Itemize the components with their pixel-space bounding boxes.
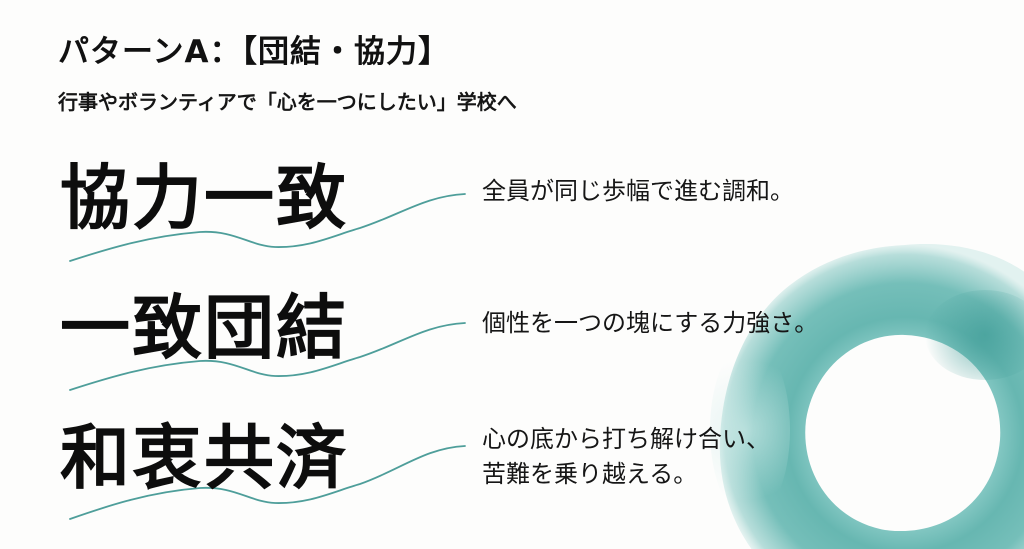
idiom-description: 個性を一つの塊にする力強さ。 bbox=[482, 306, 818, 341]
description-line: 個性を一つの塊にする力強さ。 bbox=[482, 309, 819, 337]
idiom-heading: 協力一致 bbox=[60, 156, 348, 239]
description-line: 全員が同じ歩幅で進む調和。 bbox=[482, 177, 794, 205]
description-line: 苦難を乗り越える。 bbox=[482, 460, 698, 488]
description-line: 心の底から打ち解け合い、 bbox=[482, 425, 770, 453]
idiom-description: 心の底から打ち解け合い、 苦難を乗り越える。 bbox=[482, 422, 770, 492]
idiom-description: 全員が同じ歩幅で進む調和。 bbox=[482, 174, 794, 209]
idiom-heading: 和衷共済 bbox=[60, 416, 348, 499]
idiom-heading: 一致団結 bbox=[60, 286, 348, 369]
page-title: パターンA：【団結・協力】 bbox=[58, 34, 450, 70]
page-subtitle: 行事やボランティアで「心を一つにしたい」学校へ bbox=[58, 90, 517, 114]
